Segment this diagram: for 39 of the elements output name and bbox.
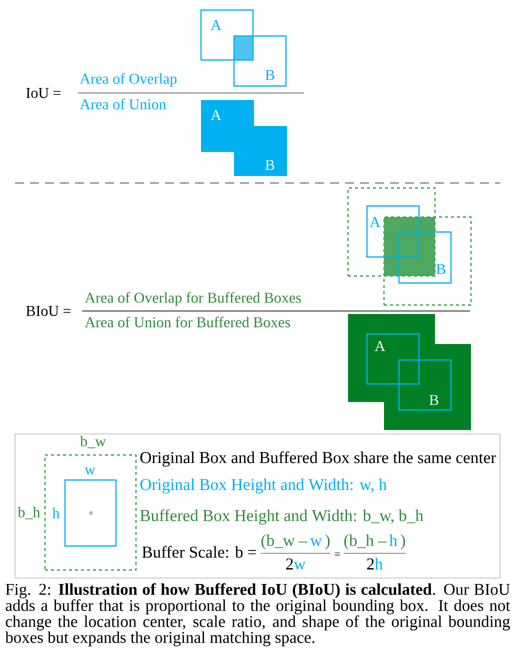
equation-text: IoU = <box>26 88 60 98</box>
legend-panel <box>14 434 500 578</box>
label: 2 <box>367 558 374 570</box>
union-area: A B <box>201 100 287 176</box>
description-text: Original Box Height and Width: w, h <box>140 478 387 494</box>
label: w <box>310 538 322 546</box>
bounding-box: w h <box>52 467 117 547</box>
bounding-box: B <box>398 231 452 284</box>
bounding-box: B <box>398 359 452 411</box>
numerator-text: Area of Overlap <box>80 73 177 87</box>
figure-caption: Fig. 2: Illustration of how Buffered IoU (BIoU) is calculated. Our BIoU adds a buffer that is proportional to the original bounding box. It does not change the location center, scale ratio, and shape of the original bounding boxes but expands the original matching space. <box>5 583 510 646</box>
node-label: b_h <box>18 506 40 520</box>
bounding-box: A <box>200 9 254 61</box>
label: 2 <box>286 558 293 570</box>
label: (b_w – <box>261 534 308 550</box>
bounding-box: B <box>233 35 287 87</box>
equation-text: BIoU = <box>26 306 70 316</box>
description-text: Original Box and Buffered Box share the same center <box>140 451 496 467</box>
bounding-box: A <box>366 333 420 385</box>
buffer-scale-formula: Buffer Scale: b = (b_w – w ) 2w = (b_h – h ) 2h <box>142 534 406 570</box>
buffered-box <box>347 187 436 277</box>
numerator-text: Area of Overlap for Buffered Boxes <box>84 292 301 306</box>
union-area <box>348 314 471 430</box>
label: ) <box>325 534 330 550</box>
description-text: Buffered Box Height and Width: b_w, b_h <box>140 509 424 525</box>
buffered-box <box>383 216 472 306</box>
node-label: w <box>84 467 96 475</box>
label: h <box>389 534 398 546</box>
denominator-text: Area of Union <box>80 98 166 110</box>
node-label: h <box>52 508 60 518</box>
label: ) <box>400 534 406 550</box>
label: Buffer Scale: b = <box>142 546 256 558</box>
bounding-box: A <box>366 205 420 258</box>
label: h <box>374 558 383 570</box>
denominator-text: Area of Union for Buffered Boxes <box>84 316 290 328</box>
label: = <box>334 552 340 556</box>
node-label: b_w <box>80 436 106 448</box>
label: w <box>294 562 306 570</box>
label: (b_h – <box>344 534 387 550</box>
